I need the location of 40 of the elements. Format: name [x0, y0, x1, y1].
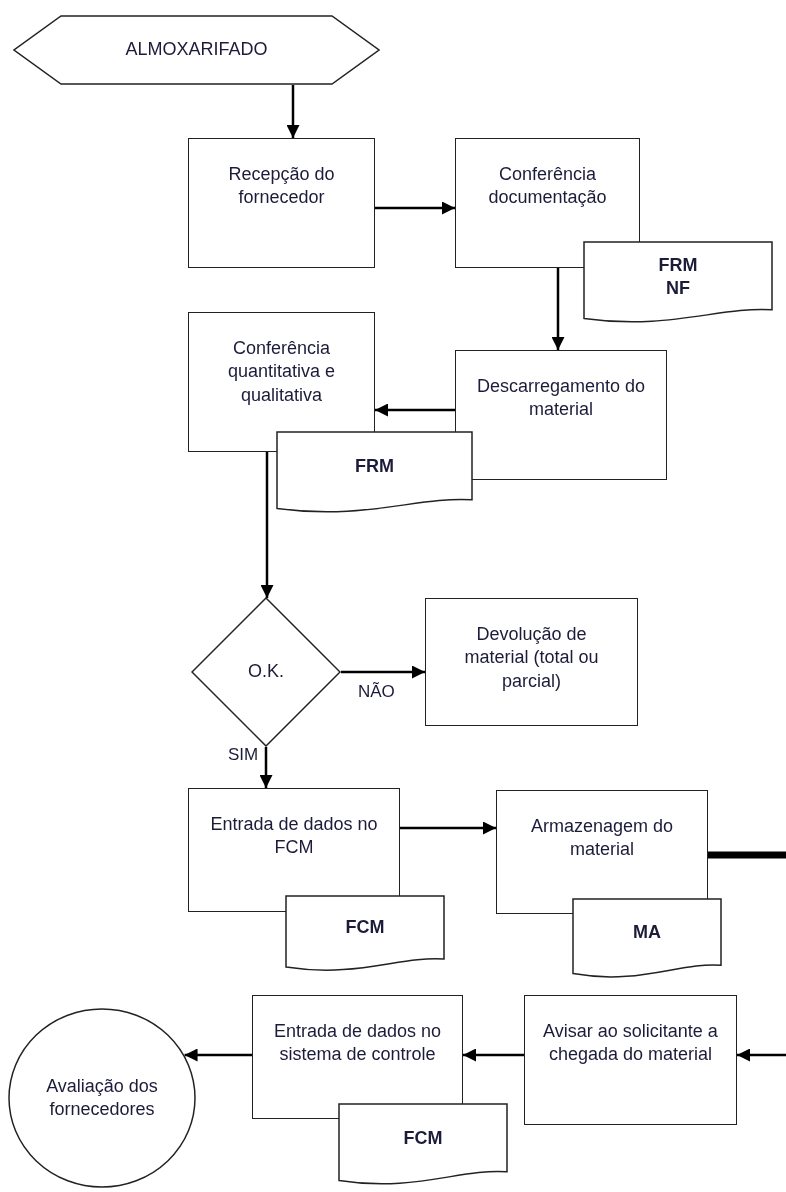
node-label: Conferência documentação — [487, 163, 608, 210]
node-label: Devolução de material (total ou parcial) — [463, 623, 600, 693]
arrow — [341, 665, 425, 679]
node-label: O.K. — [248, 660, 284, 684]
arrow — [184, 1048, 252, 1062]
arrow — [286, 85, 300, 138]
decision-diamond — [191, 597, 341, 747]
node-label: Recepção do fornecedor — [227, 163, 336, 210]
process-box — [252, 995, 463, 1119]
node-label: ALMOXARIFADO — [125, 38, 268, 62]
arrow — [400, 821, 496, 835]
node-label: Armazenagem do material — [529, 815, 675, 862]
process-box — [425, 598, 638, 726]
arrow — [463, 1048, 524, 1062]
process-box — [188, 138, 375, 268]
process-box — [188, 312, 375, 452]
node-label: Descarregamento do material — [475, 375, 647, 422]
arrow — [375, 403, 455, 417]
arrow — [259, 747, 273, 788]
node-label: FCM — [403, 1127, 443, 1151]
node-label: Conferência quantitativa e qualitativa — [226, 337, 337, 407]
connector-line — [708, 851, 786, 859]
node-label: MA — [633, 921, 661, 945]
arrow — [260, 452, 274, 598]
arrow — [737, 1048, 786, 1062]
arrow — [375, 201, 455, 215]
node-label: Avaliação dos fornecedores — [45, 1074, 159, 1121]
process-box — [455, 138, 640, 268]
node-label: FRM — [658, 253, 698, 277]
start-hexagon — [13, 15, 380, 85]
node-label: Entrada de dados no FCM — [209, 813, 379, 860]
terminal-circle — [8, 1008, 196, 1188]
arrow — [551, 268, 565, 350]
process-box — [524, 995, 737, 1125]
node-label: FCM — [345, 916, 385, 940]
node-label: Avisar ao solicitante a chegada do material — [543, 1020, 718, 1067]
node-label: FRM — [355, 455, 394, 479]
node-label: NF — [666, 277, 690, 300]
process-box — [455, 350, 667, 480]
node-label: Entrada de dados no sistema de controle — [272, 1020, 443, 1067]
